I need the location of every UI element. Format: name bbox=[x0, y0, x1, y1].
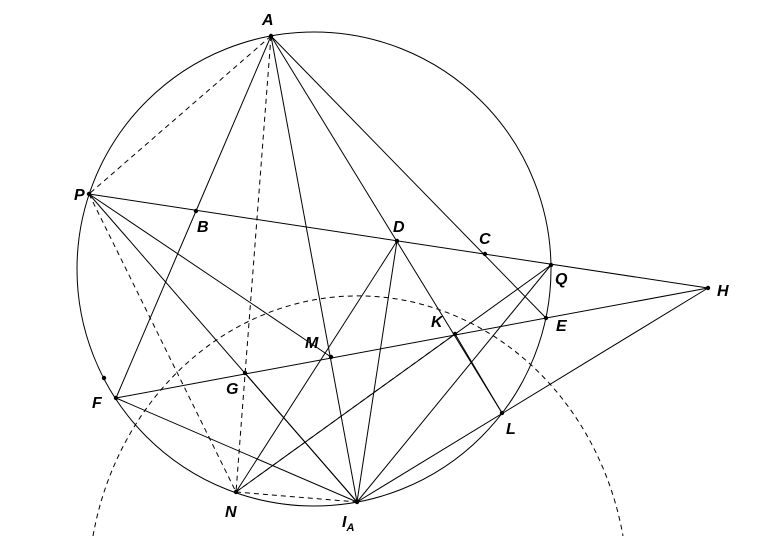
label-H: H bbox=[717, 283, 729, 300]
point-K bbox=[452, 331, 458, 337]
dashed-segment-A-N bbox=[235, 35, 272, 493]
dashed-segment-A-P bbox=[88, 35, 272, 195]
label-G: G bbox=[226, 381, 238, 398]
dashed-segment-N-K bbox=[235, 333, 456, 493]
point-A bbox=[268, 33, 274, 39]
point-markers bbox=[86, 33, 711, 505]
solid-lines bbox=[88, 35, 709, 503]
segment-D-IA bbox=[356, 240, 398, 503]
dashed-arc bbox=[92, 295, 624, 537]
label-L: L bbox=[506, 421, 516, 438]
point-P bbox=[86, 191, 92, 197]
segment-IA-H bbox=[356, 287, 709, 503]
segment-A-E bbox=[270, 35, 547, 319]
point-B bbox=[193, 208, 199, 214]
segment-G-IA bbox=[244, 372, 358, 503]
segment-B-F bbox=[115, 210, 197, 399]
segment-A-IA bbox=[270, 35, 358, 503]
segment-Q-IA bbox=[356, 264, 552, 503]
label-K: K bbox=[431, 314, 444, 331]
label-M: M bbox=[305, 335, 319, 352]
label-D: D bbox=[393, 219, 405, 236]
label-Q: Q bbox=[555, 271, 568, 288]
label-B: B bbox=[197, 219, 209, 236]
point-M bbox=[328, 354, 334, 360]
segment-A-L bbox=[270, 35, 503, 414]
segment-F-IA bbox=[115, 397, 358, 503]
label-IA: IA bbox=[342, 514, 354, 534]
segment-K-L bbox=[454, 333, 503, 414]
circles bbox=[76, 31, 624, 537]
dashed-segment-N-IA bbox=[235, 491, 358, 503]
point-N bbox=[233, 489, 239, 495]
point-L bbox=[499, 410, 505, 416]
circumcircle bbox=[76, 31, 552, 507]
segment-F-H bbox=[115, 287, 709, 399]
segment-P-M bbox=[88, 193, 332, 358]
point-F bbox=[113, 395, 119, 401]
point-E bbox=[543, 315, 549, 321]
label-C: C bbox=[479, 231, 491, 248]
label-F: F bbox=[92, 395, 103, 412]
label-A: A bbox=[261, 12, 274, 29]
point-H bbox=[705, 285, 711, 291]
segment-A-B bbox=[195, 35, 272, 212]
point-D bbox=[394, 238, 400, 244]
segment-D-N bbox=[235, 240, 398, 493]
point-Q bbox=[548, 262, 554, 268]
point-C bbox=[482, 251, 488, 257]
point-G bbox=[242, 370, 248, 376]
point-X bbox=[101, 375, 107, 381]
dashed-segment-P-N bbox=[88, 193, 237, 493]
label-E: E bbox=[556, 318, 568, 335]
point-labels: A P B D C Q H E K M G F L N IA bbox=[74, 12, 729, 534]
label-P: P bbox=[74, 187, 85, 204]
label-IA-subscript: A bbox=[345, 522, 354, 534]
dashed-lines bbox=[88, 35, 456, 503]
label-N: N bbox=[225, 504, 237, 521]
point-IA bbox=[354, 499, 360, 505]
